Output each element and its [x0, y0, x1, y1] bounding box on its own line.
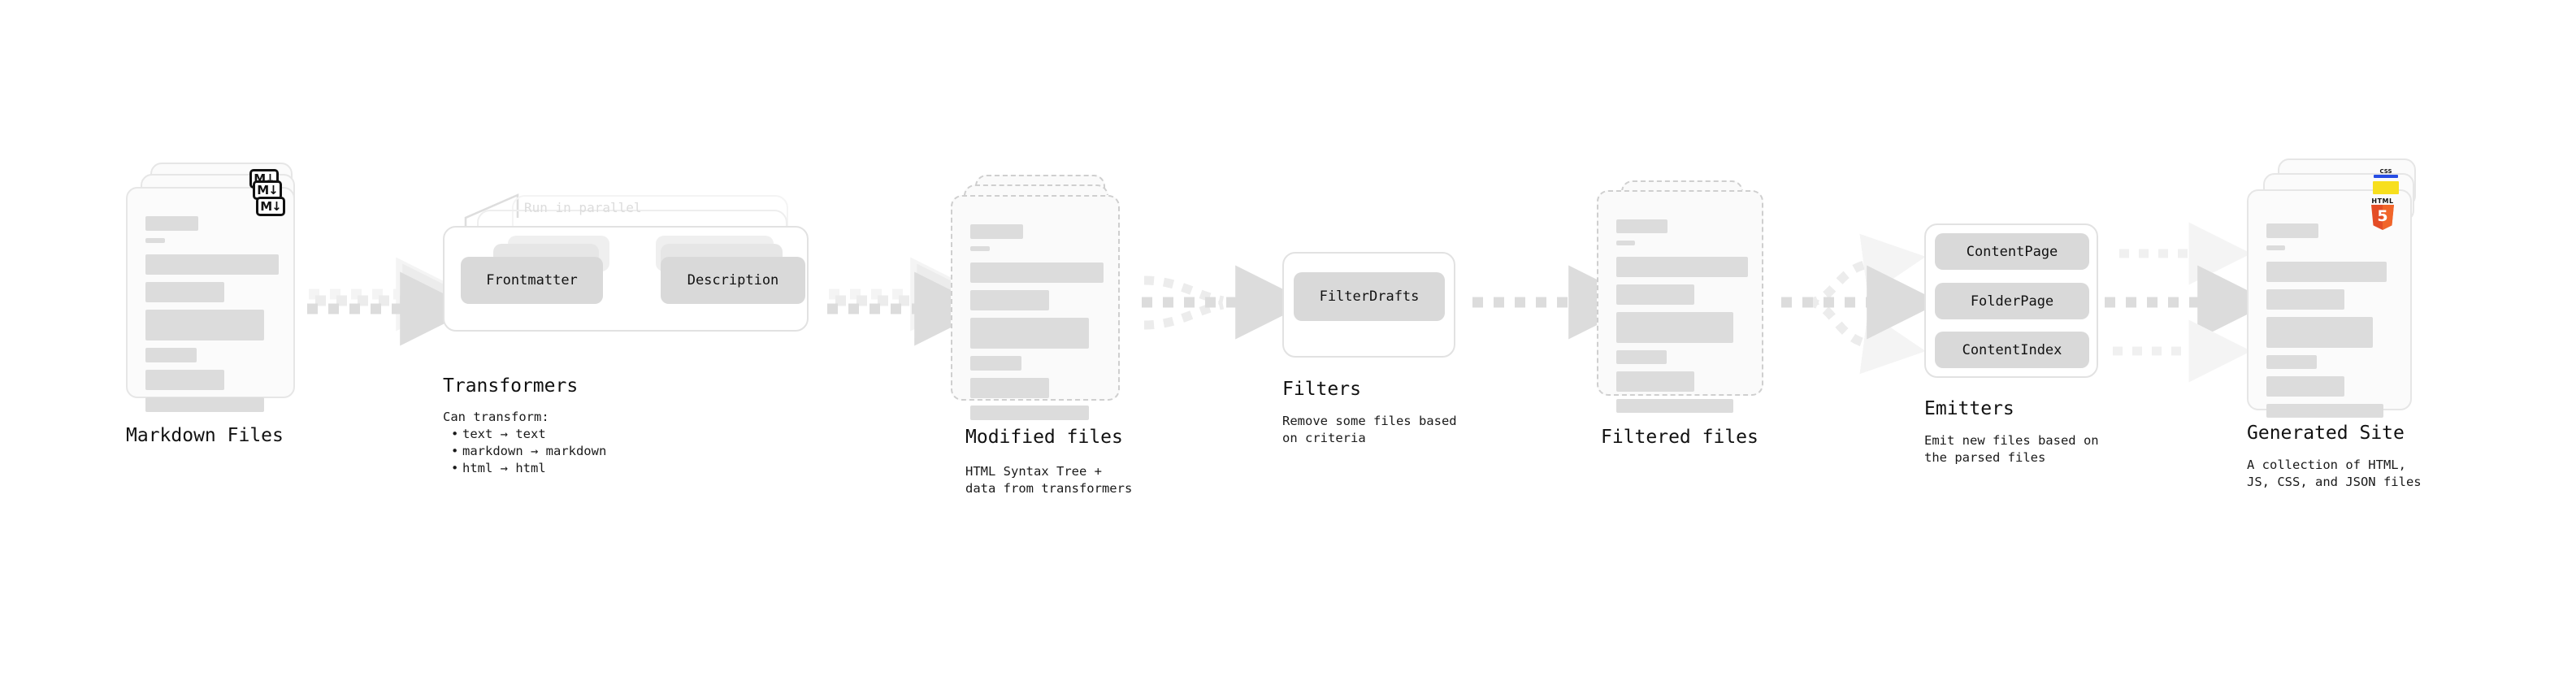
stage-filtered-files	[1597, 180, 1780, 432]
caption-filters-sub: Remove some files based on criteria	[1282, 414, 1457, 445]
label-run-in-parallel: Run in parallel	[524, 200, 642, 215]
html5-badge-label: HTML	[2371, 197, 2394, 205]
transform-list: text → text markdown → markdown html → h…	[449, 426, 606, 477]
caption-transformers: Transformers	[443, 375, 579, 397]
arrow-filtered-to-emitters	[1781, 233, 1941, 375]
caption-emitters: Emitters	[1924, 398, 2014, 419]
html5-badge-number: 5	[2377, 207, 2388, 225]
file-content-lines	[145, 216, 279, 419]
pill-frontmatter[interactable]: Frontmatter	[461, 257, 603, 304]
file-card-front	[126, 187, 295, 412]
markdown-file-stack: M↓ M↓ M↓	[126, 163, 309, 423]
caption-modified-files: Modified files	[965, 427, 1123, 448]
css3-badge-label: CSS	[2379, 168, 2392, 175]
caption-markdown-files: Markdown Files	[126, 425, 284, 446]
css3-badge: CSS	[2373, 168, 2399, 180]
stage-transformers: Frontmatter Description	[443, 195, 833, 358]
modified-card-front	[951, 195, 1120, 420]
pill-contentpage[interactable]: ContentPage	[1935, 233, 2089, 270]
stage-markdown-files: M↓ M↓ M↓	[126, 163, 309, 423]
html5-badge-shield: 5	[2371, 205, 2394, 230]
stage-emitters: ContentPage FolderPage ContentIndex	[1924, 223, 2136, 382]
pill-contentindex[interactable]: ContentIndex	[1935, 332, 2089, 368]
arrow-modified-to-filters	[1142, 265, 1310, 340]
stage-generated-site: CSS HTML 5	[2247, 158, 2442, 427]
transform-list-item-1: markdown → markdown	[449, 443, 606, 460]
site-content-lines	[2266, 223, 2392, 425]
caption-filtered-files: Filtered files	[1601, 427, 1759, 448]
caption-emitters-sub: Emit new files based on the parsed files	[1924, 433, 2099, 465]
stage-modified-files	[951, 175, 1134, 427]
caption-filters: Filters	[1282, 379, 1361, 400]
filtered-card-front	[1597, 190, 1763, 413]
html5-badge: HTML 5	[2369, 197, 2396, 230]
markdown-badge-icon: M↓	[256, 197, 285, 216]
arrow-transformers-to-modified	[827, 257, 991, 346]
caption-transformers-sub: Can transform:	[443, 410, 549, 424]
caption-generated-site-sub: A collection of HTML, JS, CSS, and JSON …	[2247, 458, 2422, 489]
pill-description[interactable]: Description	[661, 257, 805, 304]
js-badge	[2373, 181, 2399, 194]
caption-generated-site: Generated Site	[2247, 423, 2405, 444]
stage-filters: FilterDrafts	[1282, 252, 1477, 358]
arrow-markdown-to-transformers	[307, 257, 477, 346]
caption-modified-files-sub: HTML Syntax Tree + data from transformer…	[965, 464, 1133, 496]
css3-badge-bar	[2374, 175, 2398, 178]
transform-list-item-2: html → html	[449, 460, 606, 477]
transform-list-item-0: text → text	[449, 426, 606, 443]
modified-content-lines	[970, 224, 1104, 427]
pill-folderpage[interactable]: FolderPage	[1935, 283, 2089, 319]
pill-filterdrafts[interactable]: FilterDrafts	[1294, 272, 1445, 321]
filtered-content-lines	[1616, 219, 1748, 420]
